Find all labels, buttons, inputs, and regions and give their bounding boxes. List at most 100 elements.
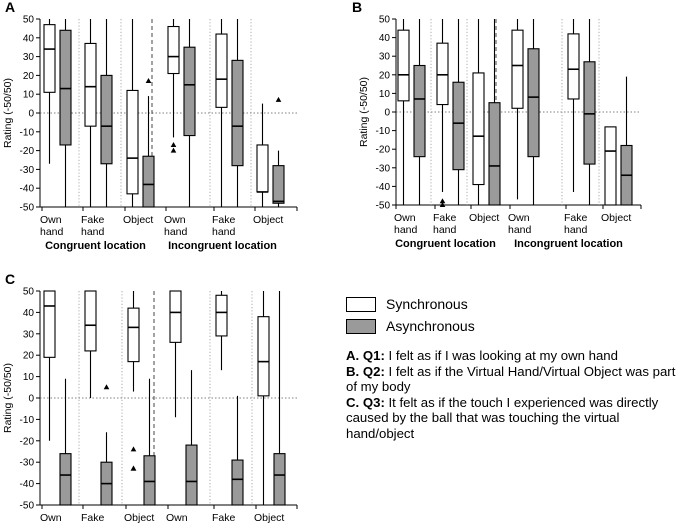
box-body xyxy=(126,89,139,195)
category-label: hand xyxy=(81,226,105,238)
outlier-point xyxy=(103,384,110,390)
box-body xyxy=(488,102,501,206)
y-tick-label: 40 xyxy=(23,308,35,319)
box-body xyxy=(167,25,180,75)
box-synchronous xyxy=(567,19,580,192)
y-tick-label: -40 xyxy=(20,479,35,490)
category-label: Object xyxy=(123,214,153,226)
y-tick-label: -10 xyxy=(20,415,35,426)
category-label: Own xyxy=(164,214,186,226)
box-body xyxy=(472,72,485,186)
box-synchronous xyxy=(169,290,182,418)
y-tick-label: -40 xyxy=(20,184,35,195)
box-body xyxy=(583,61,596,165)
y-tick-label: -20 xyxy=(376,145,391,156)
box-body xyxy=(143,455,156,506)
category-label: Fake xyxy=(81,214,105,226)
box-synchronous xyxy=(511,19,524,200)
box-body xyxy=(215,33,228,108)
box-asynchronous xyxy=(231,395,244,506)
note-q1: A. Q1: I felt as if I was looking at my … xyxy=(346,348,685,364)
legend-label-synchronous: Synchronous xyxy=(386,296,468,312)
box-asynchronous xyxy=(231,19,244,207)
category-label: Fake xyxy=(564,212,588,224)
outlier-point xyxy=(170,147,177,153)
box-body xyxy=(527,48,540,158)
box-body xyxy=(100,74,113,165)
box-body xyxy=(185,444,198,506)
y-tick-label: 30 xyxy=(23,329,35,340)
box-body xyxy=(452,81,465,171)
box-synchronous xyxy=(84,290,97,398)
category-label: Object xyxy=(124,512,154,524)
note-q3-key: C. Q3: xyxy=(346,394,385,410)
box-body xyxy=(436,42,449,106)
panel-letter-a: A xyxy=(5,0,15,15)
box-asynchronous xyxy=(100,19,113,207)
note-q3-text: It felt as if the touch I experienced wa… xyxy=(346,394,659,441)
outlier-point xyxy=(130,465,137,471)
group-label-incongruent: Incongruent location xyxy=(168,240,277,252)
y-tick-label: 20 xyxy=(379,70,391,81)
box-body xyxy=(413,64,426,158)
category-label: hand xyxy=(564,224,588,236)
y-tick-label: 40 xyxy=(379,33,391,44)
box-synchronous xyxy=(604,126,617,206)
note-q1-text: I felt as if I was looking at my own han… xyxy=(388,348,618,363)
panel-letter-b: B xyxy=(352,0,362,15)
y-tick-label: 30 xyxy=(23,52,35,63)
outlier-point xyxy=(170,141,177,147)
panel-letter-c: C xyxy=(5,271,15,287)
category-label: hand xyxy=(433,224,457,236)
category-label: Fake xyxy=(212,512,236,524)
outlier-point xyxy=(130,446,137,452)
category-label: Own xyxy=(166,512,188,524)
category-label: hand xyxy=(40,226,64,238)
y-tick-label: 10 xyxy=(23,372,35,383)
box-synchronous xyxy=(257,291,270,505)
box-asynchronous xyxy=(488,19,501,206)
y-tick-label: 10 xyxy=(23,90,35,101)
box-asynchronous xyxy=(59,19,72,207)
box-body xyxy=(84,42,97,127)
box-body xyxy=(567,33,580,100)
box-synchronous xyxy=(215,19,228,207)
note-q3: C. Q3: It felt as if the touch I experie… xyxy=(346,395,685,442)
y-tick-label: -30 xyxy=(20,165,35,176)
box-asynchronous xyxy=(620,76,633,206)
box-body xyxy=(169,290,182,343)
category-label: Object xyxy=(469,212,499,224)
category-label: Fake xyxy=(212,214,236,226)
outlier-point xyxy=(439,198,446,204)
box-body xyxy=(183,46,196,137)
box-asynchronous xyxy=(142,78,155,208)
y-tick-label: -20 xyxy=(20,436,35,447)
y-tick-label: -30 xyxy=(20,458,35,469)
box-asynchronous xyxy=(272,96,285,207)
legend-label-asynchronous: Asynchronous xyxy=(386,318,475,334)
box-body xyxy=(604,126,617,206)
note-q2-key: B. Q2: xyxy=(346,363,385,379)
box-body xyxy=(215,294,228,337)
y-tick-label: -40 xyxy=(376,182,391,193)
box-asynchronous xyxy=(452,19,465,205)
box-asynchronous xyxy=(59,378,72,506)
y-tick-label: 0 xyxy=(384,108,390,119)
legend-swatch-asynchronous xyxy=(346,318,376,334)
y-tick-label: -20 xyxy=(20,146,35,157)
box-synchronous xyxy=(43,19,56,164)
box-body xyxy=(142,155,155,208)
box-synchronous xyxy=(436,19,449,207)
legend: Synchronous Asynchronous xyxy=(346,293,685,337)
group-label-incongruent: Incongruent location xyxy=(514,238,623,250)
box-asynchronous xyxy=(183,19,196,207)
y-tick-label: -10 xyxy=(20,127,35,138)
category-label: hand xyxy=(212,226,236,238)
y-tick-label: 10 xyxy=(379,89,391,100)
y-tick-label: -10 xyxy=(376,126,391,137)
box-body xyxy=(231,59,244,167)
box-body xyxy=(231,459,244,506)
box-synchronous xyxy=(126,19,139,207)
